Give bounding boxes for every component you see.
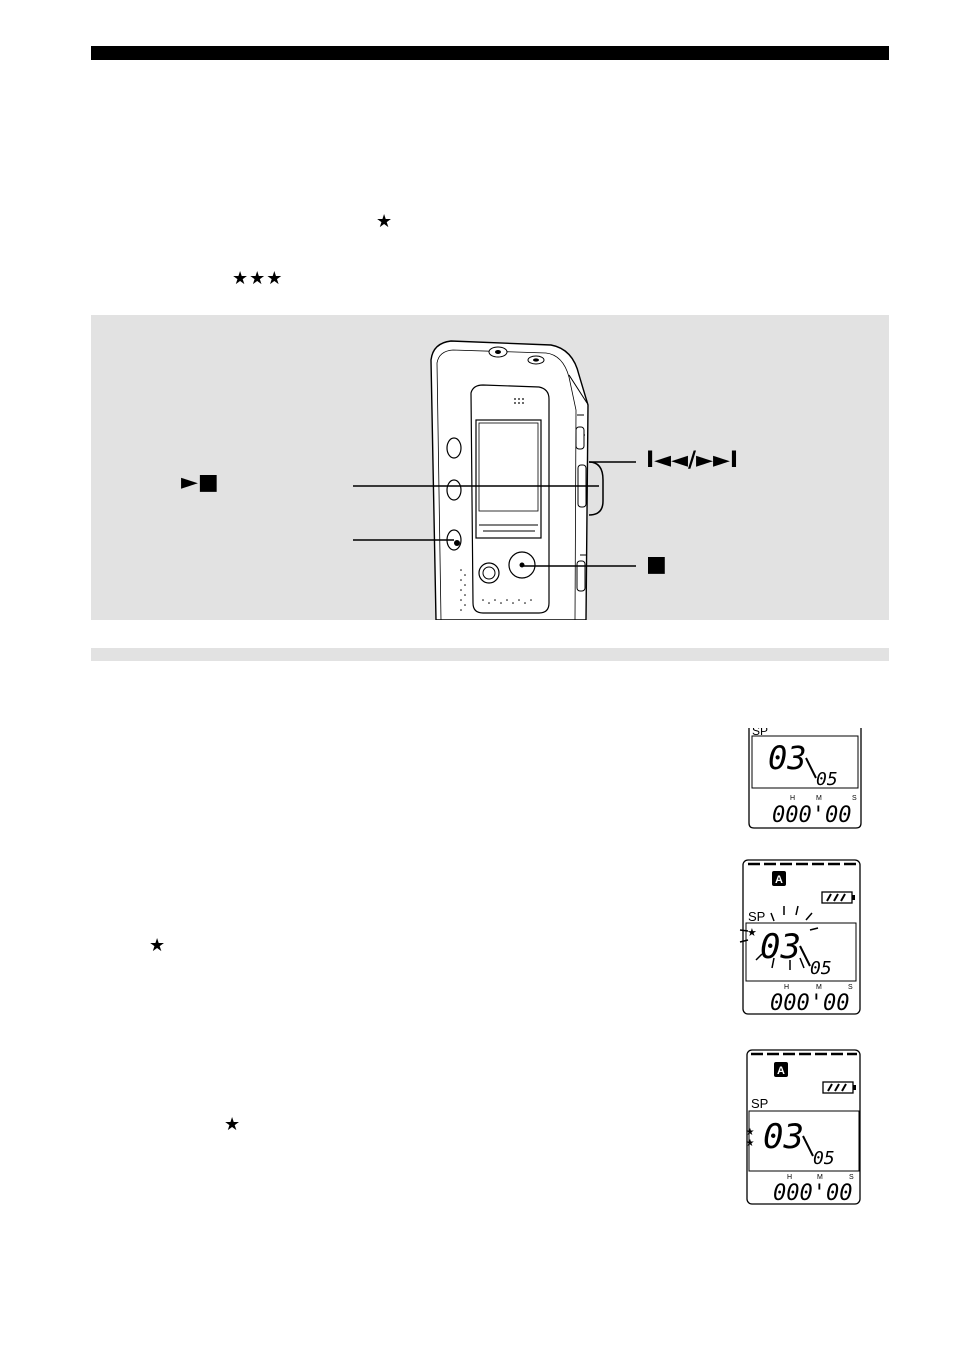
mode-label: SP [752, 728, 768, 738]
svg-text:H: H [784, 984, 789, 991]
ic-recorder-drawing [353, 340, 636, 620]
star-mark: ★ [747, 926, 757, 939]
folder-badge: A [777, 1065, 785, 1077]
svg-text:M: M [817, 1174, 823, 1181]
track-number: 03 [763, 1117, 804, 1157]
star-priority-icon: ★ [376, 211, 393, 232]
three-star-priority-icon: ★★★ [232, 268, 284, 289]
svg-text:S: S [849, 1174, 854, 1181]
elapsed-counter: 000'00 [773, 1181, 852, 1206]
mode-label: SP [751, 1096, 768, 1111]
elapsed-counter: 000'00 [772, 803, 851, 828]
total-tracks: 05 [816, 769, 838, 790]
lcd-display-marked: A SP ★★ 03 05 H M S 000'00 [745, 1048, 863, 1208]
track-number: 03 [760, 927, 801, 967]
lcd-display-track: SP 03 05 H M S 000'00 [746, 728, 864, 830]
lcd-display-marking: A SP ★ 03 05 H M S 000'00 [726, 858, 866, 1018]
section-separator [91, 648, 889, 661]
step2-star-icon: ★ [149, 935, 166, 956]
step3-star-icon: ★ [224, 1114, 241, 1135]
svg-text:S: S [852, 795, 857, 802]
svg-text:H: H [787, 1174, 792, 1181]
total-tracks: 05 [813, 1148, 835, 1169]
track-number: 03 [768, 739, 807, 777]
total-tracks: 05 [810, 958, 832, 979]
stop-button-label: ■ [646, 552, 667, 577]
header-rule [91, 46, 889, 60]
mode-label: SP [748, 909, 765, 924]
svg-text:S: S [848, 984, 853, 991]
folder-badge: A [775, 874, 783, 886]
prev-next-button-label: I◄◄/►►I [646, 448, 739, 473]
svg-text:M: M [816, 984, 822, 991]
elapsed-counter: 000'00 [770, 991, 849, 1016]
device-illustration-panel [91, 315, 889, 620]
play-stop-button-label: ►■ [181, 470, 219, 495]
svg-text:H: H [790, 795, 795, 802]
star-marks: ★★ [745, 1127, 756, 1149]
svg-text:M: M [816, 795, 822, 802]
